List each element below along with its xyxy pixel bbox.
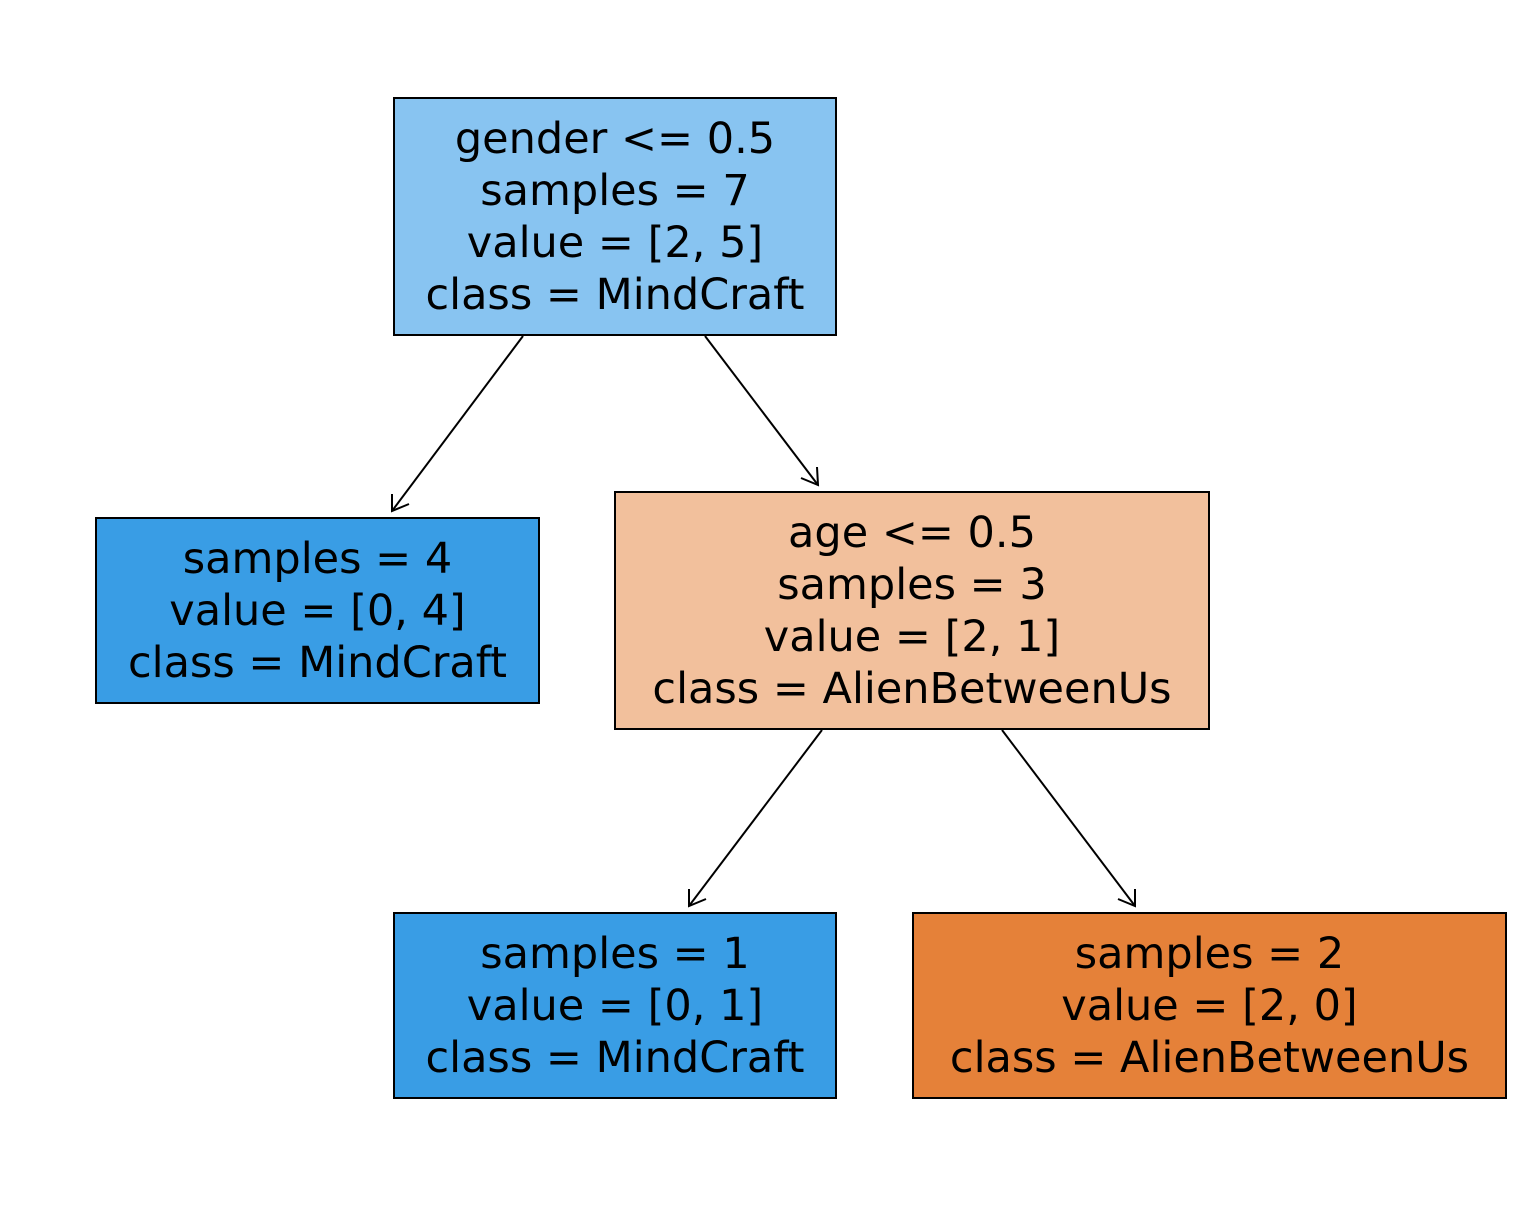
node-value: value = [2, 0] (1061, 980, 1358, 1031)
node-samples: samples = 4 (182, 533, 453, 584)
node-value: value = [0, 4] (169, 585, 466, 636)
edge-root-to-left-leaf (391, 335, 524, 513)
tree-node-leaf-mindcraft-1: samples = 1 value = [0, 1] class = MindC… (393, 912, 837, 1099)
node-value: value = [2, 1] (763, 611, 1061, 662)
node-value: value = [2, 5] (466, 217, 764, 268)
node-samples: samples = 3 (777, 559, 1047, 610)
node-class: class = MindCraft (127, 637, 507, 688)
tree-node-leaf-alienbetweenus: samples = 2 value = [2, 0] class = Alien… (912, 912, 1507, 1099)
edge-age-split-to-right-leaf (1001, 729, 1136, 908)
tree-node-leaf-mindcraft-4: samples = 4 value = [0, 4] class = MindC… (95, 517, 540, 704)
node-split-condition: age <= 0.5 (788, 507, 1036, 558)
node-split-condition: gender <= 0.5 (454, 113, 776, 164)
node-class: class = AlienBetweenUs (949, 1032, 1470, 1083)
node-samples: samples = 2 (1074, 928, 1345, 979)
node-class: class = AlienBetweenUs (652, 663, 1172, 714)
node-class: class = MindCraft (425, 269, 805, 320)
tree-node-age-split: age <= 0.5 samples = 3 value = [2, 1] cl… (614, 491, 1210, 730)
tree-node-root-gender-split: gender <= 0.5 samples = 7 value = [2, 5]… (393, 97, 837, 336)
node-value: value = [0, 1] (466, 980, 764, 1031)
node-samples: samples = 1 (480, 928, 750, 979)
node-samples: samples = 7 (480, 165, 750, 216)
node-class: class = MindCraft (425, 1032, 805, 1083)
edge-root-to-age-split (704, 335, 820, 487)
edge-age-split-to-left-leaf (688, 729, 823, 908)
